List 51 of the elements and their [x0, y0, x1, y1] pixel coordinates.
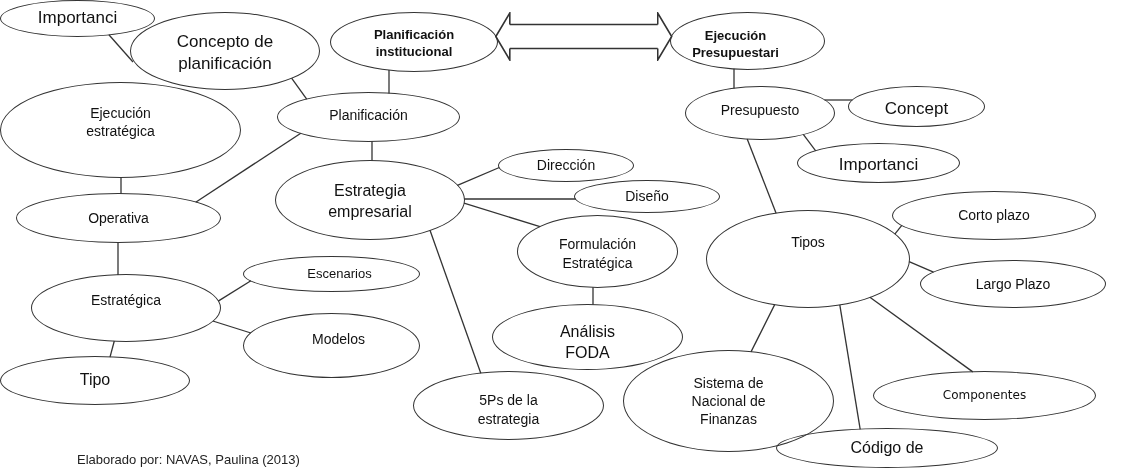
- concept-label: Formulación Estratégica: [558, 235, 637, 272]
- connector-line: [456, 166, 500, 186]
- connector-line: [894, 224, 903, 235]
- connector-line: [290, 77, 308, 100]
- concept-label: Sistema de Nacional de Finanzas: [690, 373, 767, 429]
- connector-line: [120, 176, 122, 195]
- connector-line: [750, 303, 776, 353]
- connector-line: [802, 133, 817, 152]
- connector-line: [429, 229, 482, 374]
- concept-label: Diseño: [624, 187, 670, 206]
- connector-line: [217, 280, 252, 302]
- concept-label: Presupuesto: [719, 100, 801, 120]
- connector-line: [463, 202, 541, 228]
- concept-label: Planificación: [328, 105, 409, 125]
- connector-line: [109, 340, 115, 358]
- concept-label: Concept: [883, 98, 950, 121]
- connector-line: [212, 320, 252, 334]
- concept-label: Operativa: [87, 208, 150, 228]
- connector-line: [908, 260, 935, 273]
- connector-line: [463, 198, 577, 200]
- connector-line: [371, 140, 373, 162]
- connector-line: [117, 241, 119, 276]
- concept-label: Concepto de planificación: [175, 30, 275, 75]
- concept-label: Dirección: [535, 156, 597, 175]
- concept-label: Estratégica: [89, 290, 162, 310]
- connector-line: [869, 296, 974, 373]
- concept-label: Planificación institucional: [372, 27, 456, 61]
- connector-line: [839, 304, 861, 430]
- connector-line: [592, 286, 594, 306]
- concept-label: Largo Plazo: [974, 274, 1052, 294]
- connector-line: [823, 99, 854, 101]
- connector-line: [195, 132, 302, 203]
- connector-line: [733, 68, 735, 90]
- concept-label: Análisis FODA: [558, 322, 617, 363]
- connector-line: [388, 69, 390, 95]
- concept-label: Estrategia empresarial: [327, 181, 413, 222]
- concept-label: Componentes: [941, 387, 1028, 404]
- connector-line: [746, 138, 777, 214]
- concept-label: Modelos: [311, 330, 366, 349]
- concept-label: Escenarios: [306, 265, 373, 283]
- concept-label: Tipos: [790, 232, 826, 252]
- concept-label: Corto plazo: [957, 206, 1031, 225]
- concept-label: Código de: [849, 437, 925, 458]
- source-caption: Elaborado por: NAVAS, Paulina (2013): [77, 452, 300, 468]
- concept-label: 5Ps de la estrategia: [476, 391, 541, 428]
- ellipse-node: [517, 215, 678, 288]
- concept-label: Importanci: [837, 153, 920, 176]
- concept-label: Tipo: [78, 370, 112, 391]
- concept-label: Ejecución estratégica: [85, 103, 156, 141]
- concept-label: Importanci: [36, 7, 119, 30]
- concept-label: Ejecución Presupuestari: [691, 28, 780, 62]
